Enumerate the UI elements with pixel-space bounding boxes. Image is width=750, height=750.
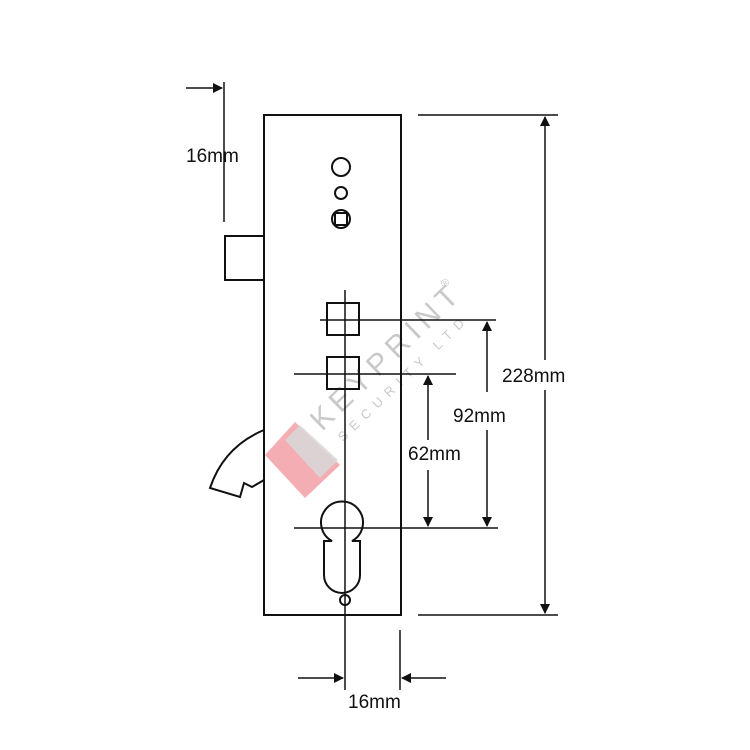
dim-label-92: 92mm (453, 406, 506, 427)
spindle-hole-icon (331, 209, 351, 229)
hook-bolt (208, 428, 265, 499)
top-hole-large (331, 157, 351, 177)
follower-square-upper (326, 302, 360, 336)
keyprint-logo-icon (265, 422, 340, 498)
top-hole-small (334, 186, 348, 200)
dim-label-backset: 16mm (348, 692, 401, 713)
euro-cylinder-cutout (320, 500, 364, 594)
follower-square-lower (326, 356, 360, 390)
deadbolt (224, 235, 265, 281)
dim-label-62: 62mm (408, 444, 461, 465)
dim-label-overall-height: 228mm (502, 366, 565, 387)
dim-label-top-offset: 16mm (186, 146, 239, 167)
lock-faceplate (263, 114, 402, 616)
